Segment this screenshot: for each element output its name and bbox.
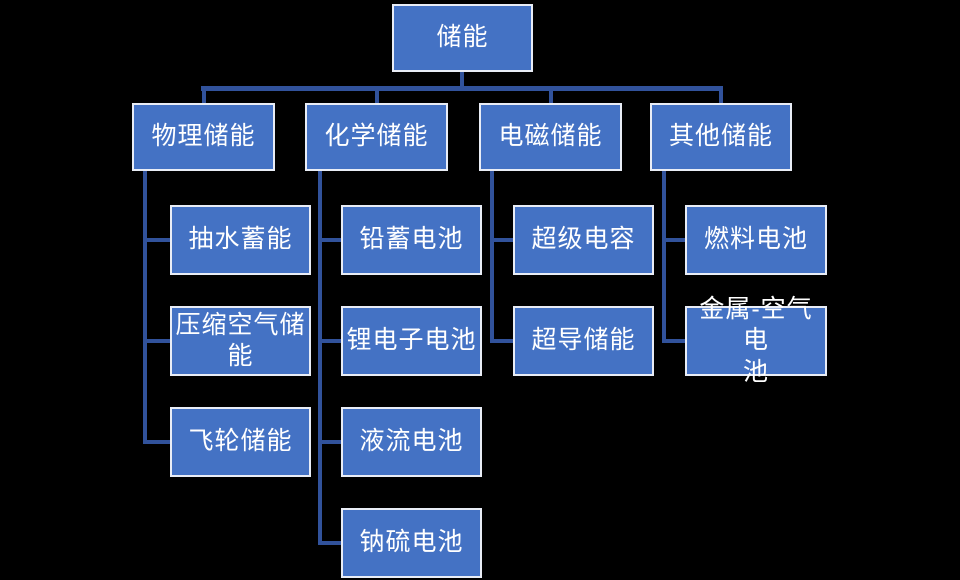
connector-drop-physical: [202, 89, 206, 104]
node-electromagnetic-storage: 电磁储能: [479, 103, 622, 171]
connector-stub: [662, 238, 687, 242]
node-lead-acid-battery: 铅蓄电池: [341, 205, 482, 275]
node-pumped-hydro: 抽水蓄能: [170, 205, 311, 275]
connector-hangline-other: [662, 170, 666, 343]
connector-stub: [318, 541, 343, 545]
node-compressed-air: 压缩空气储 能: [170, 306, 311, 376]
node-flywheel: 飞轮储能: [170, 407, 311, 477]
node-lithium-battery: 锂电子电池: [341, 306, 482, 376]
node-supercapacitor: 超级电容: [513, 205, 654, 275]
connector-hangline-physical: [143, 170, 147, 444]
connector-stub: [318, 238, 343, 242]
connector-stub: [490, 238, 515, 242]
connector-hangline-chemical: [318, 170, 322, 545]
connector-stub: [318, 440, 343, 444]
connector-hangline-electromagnetic: [490, 170, 494, 343]
node-fuel-cell: 燃料电池: [685, 205, 827, 275]
node-flow-battery: 液流电池: [341, 407, 482, 477]
connector-stub: [143, 238, 172, 242]
connector-stub: [318, 339, 343, 343]
connector-drop-electromagnetic: [549, 89, 553, 104]
connector-stub: [143, 339, 172, 343]
node-metal-air-battery: 金属-空气电 池: [685, 295, 827, 386]
connector-stub: [662, 339, 687, 343]
node-physical-storage: 物理储能: [132, 103, 275, 171]
node-chemical-storage: 化学储能: [305, 103, 448, 171]
node-sodium-sulfur-battery: 钠硫电池: [341, 508, 482, 578]
connector-stub: [143, 440, 172, 444]
node-superconducting-storage: 超导储能: [513, 306, 654, 376]
node-other-storage: 其他储能: [650, 103, 792, 171]
node-energy-storage: 储能: [392, 4, 533, 72]
connector-horizontal-bus: [201, 86, 723, 91]
connector-drop-other: [719, 89, 723, 104]
connector-root-stub: [460, 70, 464, 89]
connector-drop-chemical: [375, 89, 379, 104]
connector-stub: [490, 339, 515, 343]
